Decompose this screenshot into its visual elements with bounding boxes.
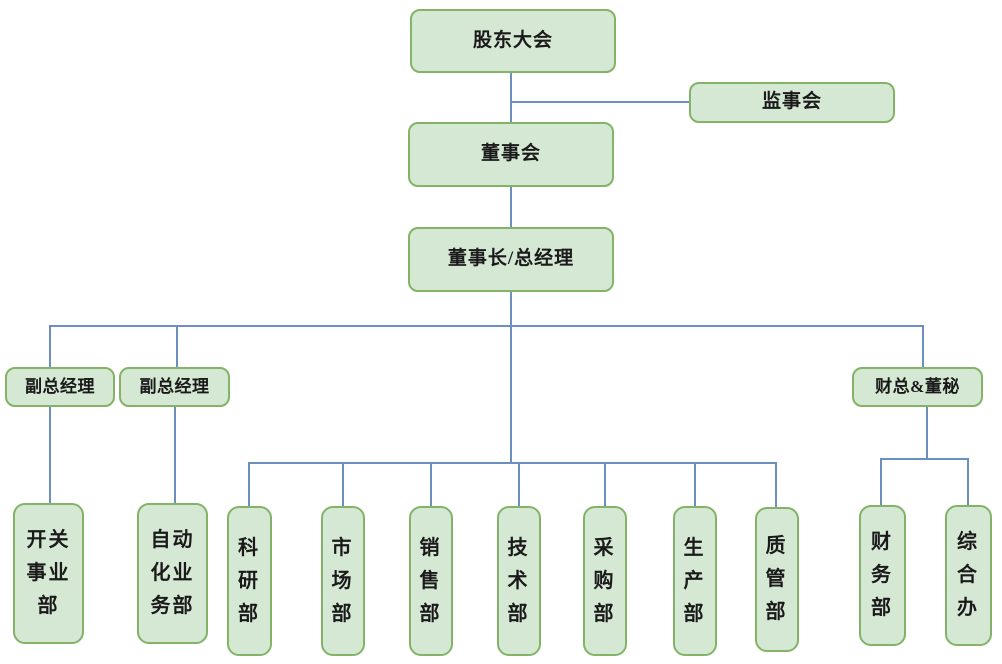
node-cfo-board-secretary: 财总&董秘 [852, 367, 983, 407]
node-supervisory-board: 监事会 [689, 82, 895, 123]
connector-line [49, 407, 51, 504]
node-deputy-gm-1: 副总经理 [5, 367, 115, 407]
node-technology-dept: 技 术 部 [497, 506, 541, 656]
connector-line [49, 325, 51, 368]
connector-line [922, 325, 924, 368]
node-switch-business-division: 开关 事业 部 [13, 503, 84, 644]
node-marketing-dept: 市 场 部 [321, 506, 365, 656]
node-quality-dept: 质 管 部 [755, 507, 799, 652]
connector-line [880, 458, 882, 506]
connector-line [926, 407, 928, 460]
connector-line [510, 187, 512, 228]
node-chairman-general-manager: 董事长/总经理 [408, 227, 614, 292]
connector-line [511, 101, 689, 103]
connector-line [248, 462, 250, 507]
connector-line [510, 73, 512, 123]
connector-line [510, 292, 512, 327]
connector-line [967, 458, 969, 506]
node-production-dept: 生 产 部 [673, 506, 717, 656]
connector-line [342, 462, 344, 507]
connector-line [510, 325, 512, 463]
connector-line [176, 325, 178, 368]
node-research-dept: 科 研 部 [227, 506, 272, 656]
node-finance-dept: 财 务 部 [859, 505, 906, 646]
node-shareholders-meeting: 股东大会 [410, 9, 616, 73]
node-board-of-directors: 董事会 [408, 122, 614, 187]
connector-line [604, 462, 606, 507]
connector-line [174, 407, 176, 504]
connector-line [430, 462, 432, 507]
connector-line [880, 458, 969, 460]
connector-line [50, 325, 923, 327]
node-general-office: 综 合 办 [945, 505, 992, 646]
connector-line [518, 462, 520, 507]
node-deputy-gm-2: 副总经理 [119, 367, 230, 407]
connector-line [249, 462, 777, 464]
connector-line [694, 462, 696, 507]
connector-line [775, 462, 777, 507]
node-automation-business-division: 自动 化业 务部 [137, 503, 208, 644]
node-sales-dept: 销 售 部 [409, 506, 453, 656]
node-purchasing-dept: 采 购 部 [583, 506, 627, 656]
